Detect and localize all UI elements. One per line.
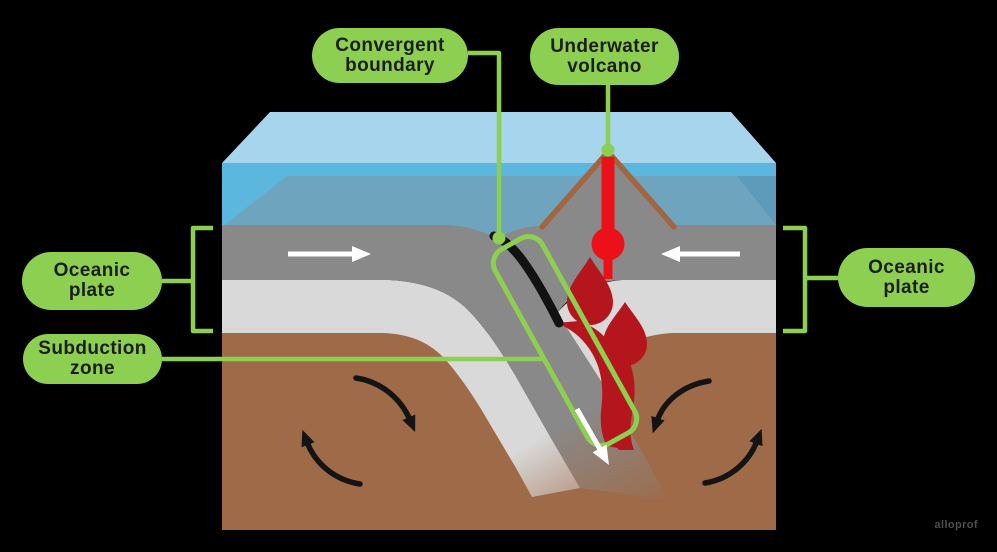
oceanic-plate-left bbox=[222, 225, 668, 500]
convection-arrow-left-top bbox=[353, 375, 416, 432]
label-line: plate bbox=[68, 280, 116, 301]
subduction-zone-outline bbox=[490, 234, 640, 448]
label-line: Convergent bbox=[335, 34, 445, 56]
annotations bbox=[162, 50, 838, 448]
label-line: plate bbox=[883, 276, 930, 298]
left-plate-lithosphere bbox=[222, 280, 580, 497]
label-line: Subduction bbox=[38, 338, 147, 359]
convection-arrow-right-top bbox=[651, 378, 712, 434]
motion-arrows bbox=[288, 246, 763, 487]
convergent-boundary-pointer bbox=[468, 50, 502, 234]
volcano-peak-dot bbox=[601, 143, 615, 157]
label-convergent-boundary: Convergent boundary bbox=[312, 28, 468, 83]
magma-plume-left bbox=[556, 321, 623, 449]
magma-chamber bbox=[591, 227, 625, 261]
magma-conduit bbox=[601, 157, 615, 249]
label-line: Oceanic bbox=[53, 260, 131, 281]
volcano-left-slope bbox=[539, 150, 610, 230]
left-plate-crust bbox=[222, 225, 668, 500]
label-underwater-volcano: Underwater volcano bbox=[530, 28, 679, 85]
convection-arrow-left-bottom bbox=[301, 429, 363, 487]
volcano-right-slope bbox=[606, 150, 677, 230]
alloprof-watermark: alloprof bbox=[934, 519, 978, 531]
right-bracket bbox=[783, 225, 808, 334]
label-oceanic-plate-left: Oceanic plate bbox=[22, 252, 162, 310]
slab-descent-arrow bbox=[574, 407, 609, 465]
label-line: Underwater bbox=[550, 35, 659, 57]
label-line: volcano bbox=[567, 55, 642, 77]
convection-arrow-right-bottom bbox=[702, 428, 763, 486]
label-subduction-zone: Subduction zone bbox=[23, 334, 162, 384]
magma-conduit-lower bbox=[603, 253, 613, 279]
left-bracket bbox=[190, 225, 213, 334]
label-oceanic-plate-right: Oceanic plate bbox=[838, 248, 975, 307]
label-line: boundary bbox=[345, 54, 435, 76]
label-line: Oceanic bbox=[868, 256, 945, 278]
water-corner-shade bbox=[737, 176, 776, 225]
convergent-boundary-dot bbox=[492, 231, 506, 245]
convergent-boundary-fault bbox=[489, 231, 564, 328]
label-line: zone bbox=[70, 358, 115, 379]
